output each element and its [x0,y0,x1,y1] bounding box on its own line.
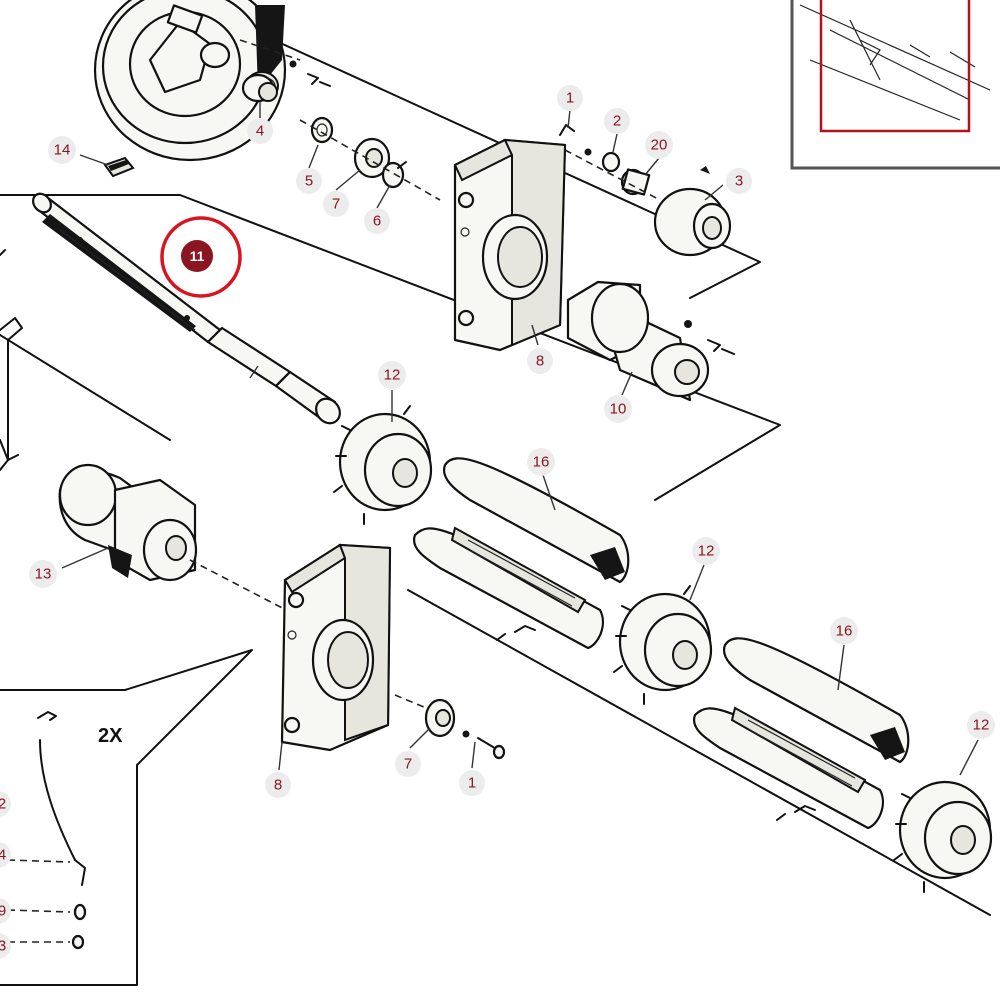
shield-part-16-lower [692,637,910,830]
callout-2-inset[interactable]: 2 [0,791,11,817]
svg-text:12: 12 [698,543,715,560]
svg-text:4: 4 [0,847,6,864]
callout-12-top[interactable]: 12 [378,361,406,389]
callout-3-inset[interactable]: 3 [0,933,11,959]
callout-7-top[interactable]: 7 [323,191,349,217]
shaft-part-11[interactable] [29,190,344,428]
flange-bearing-part-10 [566,280,735,402]
callout-16-lower[interactable]: 16 [830,617,858,645]
bearing-part-3 [653,166,732,257]
svg-text:8: 8 [536,353,544,370]
bearing-part-7-lower [424,698,456,738]
bearing-block-part-8-upper [453,138,567,352]
svg-text:1: 1 [566,90,574,107]
bearing-block-part-8-lower [280,543,392,752]
callout-4-inset[interactable]: 4 [0,842,11,868]
spacer-part-4 [241,73,278,103]
shield-part-16-upper [412,457,630,650]
svg-text:16: 16 [533,454,550,471]
callout-7-lower[interactable]: 7 [395,751,421,777]
callout-14[interactable]: 14 [48,136,76,164]
callout-2-top[interactable]: 2 [604,108,630,134]
callout-20[interactable]: 20 [645,131,673,159]
svg-text:2: 2 [613,113,621,130]
bearing-part-7-top [353,137,391,179]
callout-6[interactable]: 6 [364,208,390,234]
frame-bracket-left [0,249,23,471]
callout-badges: 1 2 20 3 4 5 7 6 14 8 10 12 16 13 12 16 … [0,85,995,959]
callout-16-top[interactable]: 16 [527,448,555,476]
svg-text:6: 6 [373,213,381,230]
bushing-part-20 [620,168,651,196]
inset-linkage-detail: 2X [7,711,123,950]
callout-leaders [61,102,979,776]
overview-thumbnail[interactable] [790,0,1000,170]
svg-text:12: 12 [384,367,401,384]
callout-10[interactable]: 10 [604,395,632,423]
sprocket-part-12-lower [893,780,993,893]
svg-text:3: 3 [0,938,6,955]
selected-part-highlight[interactable]: 11 [160,216,242,298]
thumbnail-selection-box [819,0,971,133]
svg-text:4: 4 [256,123,264,140]
pulley-wheel [93,0,331,162]
key-part-14 [103,156,135,178]
svg-text:1: 1 [468,775,476,792]
callout-8-lower[interactable]: 8 [265,772,291,798]
collar-part-6 [381,161,407,189]
callout-5[interactable]: 5 [296,168,322,194]
callout-8-top[interactable]: 8 [527,348,553,374]
svg-text:16: 16 [836,623,853,640]
callout-13[interactable]: 13 [29,560,57,588]
callout-1-top[interactable]: 1 [557,85,583,111]
callout-11-selected[interactable]: 11 [181,240,213,272]
bolt-part-1-lower [477,737,506,760]
callout-4-top[interactable]: 4 [247,118,273,144]
callout-3-top[interactable]: 3 [726,168,752,194]
svg-text:3: 3 [735,173,743,190]
svg-text:20: 20 [651,137,668,154]
svg-text:9: 9 [0,903,6,920]
callout-1-lower[interactable]: 1 [459,770,485,796]
svg-text:5: 5 [305,173,313,190]
highlight-ring [160,216,242,298]
svg-text:13: 13 [35,566,52,583]
svg-text:10: 10 [610,401,627,418]
svg-text:8: 8 [274,777,282,794]
inset-quantity-label: 2X [98,725,123,747]
washer-part-5 [310,116,334,144]
svg-text:14: 14 [54,142,71,159]
callout-9-inset[interactable]: 9 [0,898,11,924]
svg-text:7: 7 [332,196,340,213]
washer-part-2 [601,151,621,173]
svg-text:11: 11 [190,248,205,264]
callout-12-middle[interactable]: 12 [692,537,720,565]
sprocket-part-12-middle [613,585,713,705]
svg-text:2: 2 [0,796,6,813]
sprocket-part-12-upper [333,405,433,525]
flange-bearing-part-13 [58,463,198,582]
svg-text:7: 7 [404,756,412,773]
callout-12-lower[interactable]: 12 [967,711,995,739]
svg-text:12: 12 [973,717,990,734]
